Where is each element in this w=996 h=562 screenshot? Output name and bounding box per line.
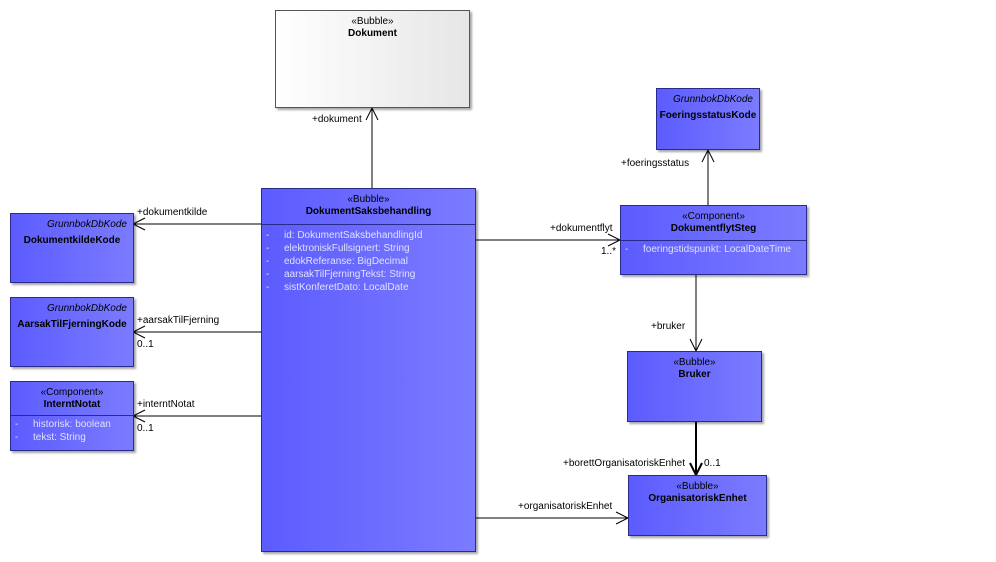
multiplicity-label-borett: 0..1 [704,458,721,469]
multiplicity-label-aarsak: 0..1 [137,339,154,350]
stereotype-label: GrunnbokDbKode [46,303,127,314]
class-bruker[interactable]: «Bubble» Bruker [627,351,762,422]
role-label-bruker: +bruker [651,321,686,332]
role-label-dokumentkilde: +dokumentkilde [137,207,208,218]
arrowhead-dokument [365,106,379,121]
role-label-organisatorisk-enhet: +organisatoriskEnhet [518,501,613,512]
class-dokument-saksbehandling[interactable]: «Bubble» DokumentSaksbehandling -id: Dok… [261,188,476,552]
multiplicity-label-internt-notat: 0..1 [137,423,154,434]
compartment-separator [621,240,806,241]
attribute-row: -historisk: boolean [15,419,111,430]
role-label-dokumentflyt: +dokumentflyt [550,223,613,234]
class-internt-notat[interactable]: «Component» InterntNotat -historisk: boo… [10,381,134,451]
attribute-row: -tekst: String [15,432,86,443]
arrowhead-foeringsstatus [701,148,715,163]
class-aarsak-til-fjerning-kode[interactable]: GrunnbokDbKode AarsakTilFjerningKode [10,297,134,367]
stereotype-label: «Bubble» [351,16,394,27]
compartment-separator [262,224,475,225]
attribute-list: -id: DokumentSaksbehandlingId -elektroni… [262,229,475,294]
attribute-row: -sistKonferetDato: LocalDate [266,282,409,293]
class-name: DokumentSaksbehandling [305,206,432,217]
class-dokumentflyt-steg[interactable]: «Component» DokumentflytSteg -foeringsti… [620,205,807,275]
stereotype-label: «Bubble» [676,481,719,492]
attribute-row: -aarsakTilFjerningTekst: String [266,269,416,280]
stereotype-label: «Component» [682,211,745,222]
stereotype-label: «Bubble» [673,357,716,368]
role-label-foeringsstatus: +foeringsstatus [621,158,690,169]
stereotype-label: «Component» [40,387,104,398]
class-name: Bruker [678,369,711,380]
class-name: InterntNotat [43,399,101,410]
class-foeringsstatus-kode[interactable]: GrunnbokDbKode FoeringsstatusKode [656,88,760,150]
attribute-row: -edokReferanse: BigDecimal [266,256,408,267]
attribute-list: -historisk: boolean -tekst: String [11,418,133,444]
compartment-separator [11,415,133,416]
class-dokument[interactable]: «Bubble» Dokument [275,10,470,108]
class-dokumentkilde-kode[interactable]: GrunnbokDbKode DokumentkildeKode [10,213,134,283]
attribute-row: -foeringstidspunkt: LocalDateTime [625,244,792,255]
class-name: DokumentkildeKode [23,235,121,246]
stereotype-label: GrunnbokDbKode [672,94,753,105]
class-name: OrganisatoriskEnhet [648,493,747,504]
role-label-dokument: +dokument [312,114,362,125]
attribute-row: -elektroniskFullsignert: String [266,243,410,254]
stereotype-label: «Bubble» [347,194,390,205]
role-label-borett: +borettOrganisatoriskEnhet [563,458,686,469]
role-label-aarsak: +aarsakTilFjerning [137,315,220,326]
attribute-list: -foeringstidspunkt: LocalDateTime [621,243,806,256]
multiplicity-label-dokumentflyt: 1..* [601,246,617,257]
class-name: DokumentflytSteg [670,223,757,234]
class-name: Dokument [348,28,397,39]
attribute-row: -id: DokumentSaksbehandlingId [266,230,423,241]
role-label-internt-notat: +interntNotat [137,399,195,410]
class-name: FoeringsstatusKode [659,110,757,121]
class-organisatorisk-enhet[interactable]: «Bubble» OrganisatoriskEnhet [628,475,767,536]
stereotype-label: GrunnbokDbKode [46,219,127,230]
class-name: AarsakTilFjerningKode [17,319,127,330]
